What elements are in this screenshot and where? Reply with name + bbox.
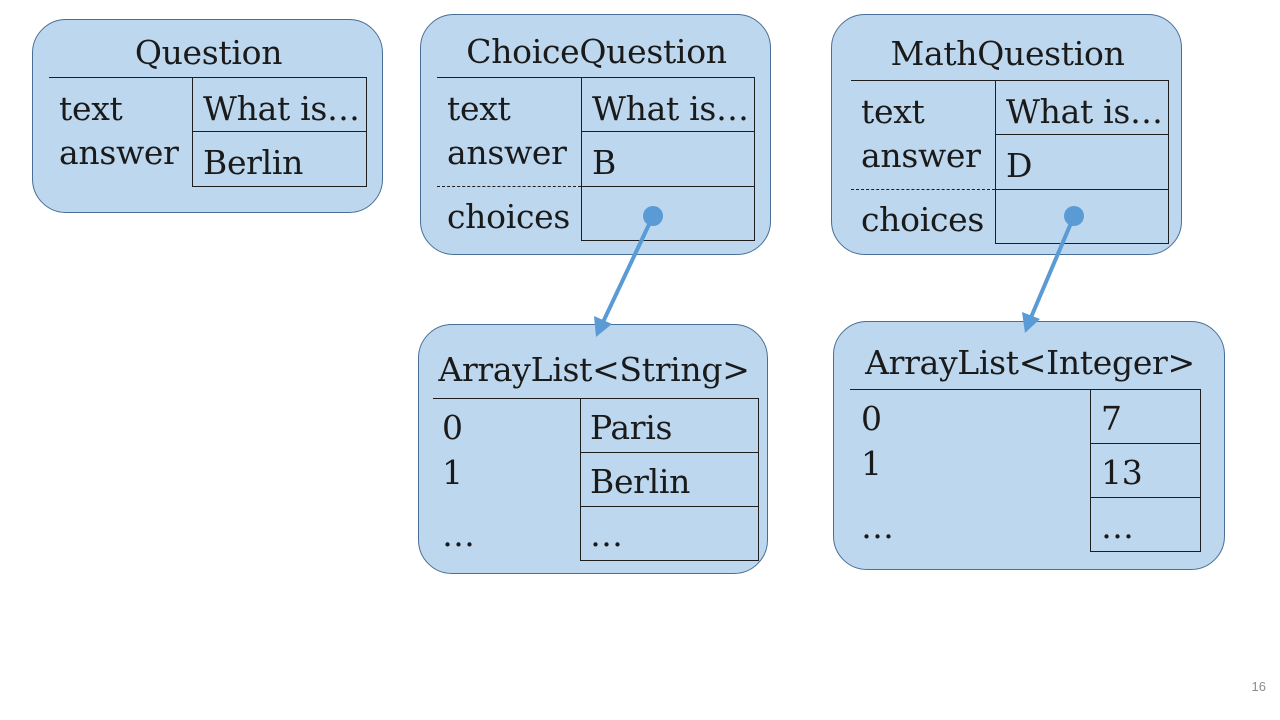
integer-list-title: ArrayList<Integer> [865, 343, 1195, 382]
choice-question-subclass-divider [437, 186, 581, 187]
choice-question-field-answer: answer [447, 133, 567, 172]
string-list-index-0: 0 [442, 408, 463, 447]
question-answer-cell [192, 131, 367, 187]
string-list-object: ArrayList<String> 0 1 … Paris Berlin … [418, 324, 768, 574]
integer-list-cell-more [1090, 497, 1201, 552]
question-value-text: What is… [203, 89, 360, 128]
integer-list-header-rule [850, 389, 1201, 390]
choice-question-choices-cell [581, 186, 755, 241]
math-question-subclass-divider [851, 189, 995, 190]
integer-list-value-0: 7 [1101, 399, 1122, 438]
page-number: 16 [1251, 679, 1266, 694]
string-list-index-1: 1 [442, 453, 463, 492]
math-question-field-answer: answer [861, 136, 981, 175]
string-list-title: ArrayList<String> [438, 350, 750, 389]
choice-question-object: ChoiceQuestion text answer choices What … [420, 14, 771, 255]
math-question-choices-cell [995, 189, 1169, 244]
choice-question-title: ChoiceQuestion [466, 32, 727, 71]
integer-list-index-0: 0 [861, 399, 882, 438]
choice-question-field-choices: choices [447, 197, 571, 236]
integer-list-index-more: … [861, 507, 894, 546]
integer-list-index-1: 1 [861, 444, 882, 483]
choice-question-value-answer: B [592, 143, 616, 182]
choice-question-value-text: What is… [592, 89, 749, 128]
math-question-value-answer: D [1006, 146, 1033, 185]
integer-list-value-more: … [1101, 507, 1134, 546]
math-question-object: MathQuestion text answer choices What is… [831, 14, 1182, 255]
integer-list-object: ArrayList<Integer> 0 1 … 7 13 … [833, 321, 1225, 570]
string-list-index-more: … [442, 515, 475, 554]
question-field-text: text [59, 89, 123, 128]
math-question-field-text: text [861, 92, 925, 131]
string-list-value-1: Berlin [590, 462, 691, 501]
integer-list-value-1: 13 [1101, 453, 1143, 492]
string-list-value-more: … [590, 515, 623, 554]
string-list-value-0: Paris [590, 408, 673, 447]
question-value-answer: Berlin [203, 143, 304, 182]
question-title: Question [134, 33, 283, 72]
question-object: Question text answer What is… Berlin [32, 19, 383, 213]
math-question-value-text: What is… [1006, 92, 1163, 131]
math-question-field-choices: choices [861, 200, 985, 239]
question-field-answer: answer [59, 133, 179, 172]
string-list-cell-more [580, 506, 759, 561]
math-question-title: MathQuestion [890, 34, 1125, 73]
choice-question-field-text: text [447, 89, 511, 128]
